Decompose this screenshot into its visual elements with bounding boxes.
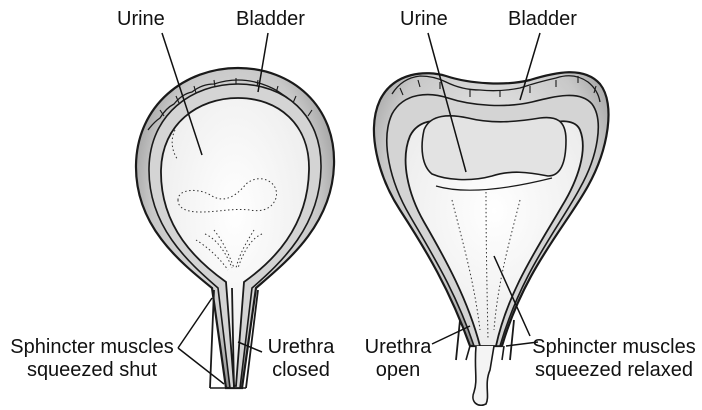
left-urine-label: Urine (117, 8, 165, 31)
right-urethra-label-line2: open (360, 359, 436, 382)
left-urethra-label: Urethra closed (262, 336, 340, 382)
left-sphincter-label-line2: squeezed shut (4, 359, 180, 382)
right-urethra-open (466, 346, 504, 405)
right-bladder-label: Bladder (508, 8, 577, 31)
left-urethra-label-line2: closed (262, 359, 340, 382)
right-urethra-label-line1: Urethra (360, 336, 436, 359)
right-sphincter-label-line2: squeezed relaxed (528, 359, 700, 382)
left-sphincter-label-line1: Sphincter muscles (4, 336, 180, 359)
left-bladder-label: Bladder (236, 8, 305, 31)
left-urethra-label-line1: Urethra (262, 336, 340, 359)
left-sphincter-label: Sphincter muscles squeezed shut (4, 336, 180, 382)
right-bladder-urine (422, 116, 566, 180)
right-urethra-label: Urethra open (360, 336, 436, 382)
right-sphincter-label-line1: Sphincter muscles (528, 336, 700, 359)
right-sphincter-label: Sphincter muscles squeezed relaxed (528, 336, 700, 382)
leader-right-urethra (432, 326, 470, 344)
right-urine-label: Urine (400, 8, 448, 31)
